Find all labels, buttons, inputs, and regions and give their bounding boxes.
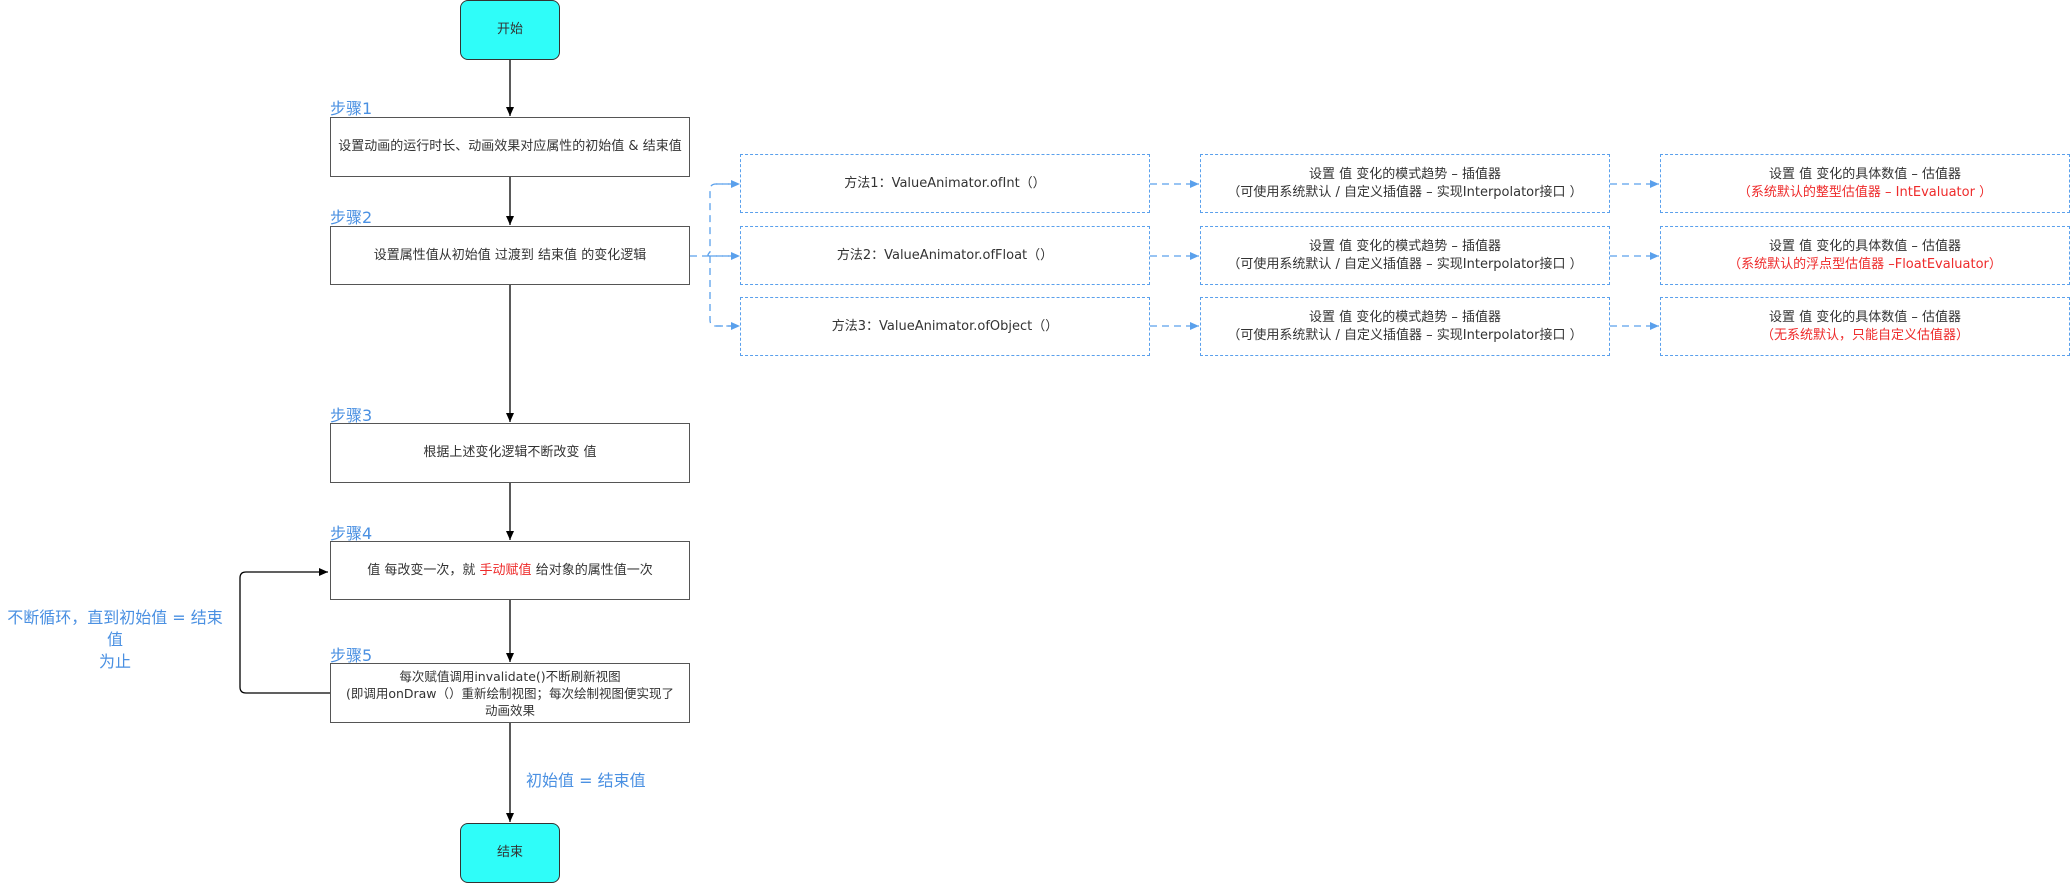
step5-line2: (即调用onDraw（）重新绘制视图；每次绘制视图便实现了: [345, 685, 675, 701]
evaluator1-box: 设置 值 变化的具体数值 – 估值器 （系统默认的整型估值器 – IntEval…: [1660, 154, 2070, 213]
step4-text-pre: 值 每改变一次，就: [367, 562, 480, 578]
step2-text: 设置属性值从初始值 过渡到 结束值 的变化逻辑: [373, 247, 647, 263]
interpolator2-box: 设置 值 变化的模式趋势 – 插值器 （可使用系统默认 / 自定义插值器 – 实…: [1200, 226, 1610, 285]
evaluator1-line2: （系统默认的整型估值器 – IntEvaluator ）: [1737, 184, 1993, 200]
interpolator3-line1: 设置 值 变化的模式趋势 – 插值器: [1308, 309, 1502, 325]
step2-label: 步骤2: [330, 208, 373, 227]
start-node: 开始: [460, 0, 560, 60]
loop-note-line1: 不断循环，直到初始值 = 结束值: [7, 608, 223, 649]
step1-label: 步骤1: [330, 99, 373, 118]
evaluator2-line2: （系统默认的浮点型估值器 –FloatEvaluator）: [1728, 256, 2002, 272]
step4-box: 值 每改变一次，就 手动赋值 给对象的属性值一次: [330, 541, 690, 600]
interpolator3-line2: （可使用系统默认 / 自定义插值器 – 实现Interpolator接口 ）: [1227, 327, 1583, 343]
interpolator3-box: 设置 值 变化的模式趋势 – 插值器 （可使用系统默认 / 自定义插值器 – 实…: [1200, 297, 1610, 356]
loop-back-arrow: [239, 568, 330, 694]
branch-dashed-trunk: [690, 183, 738, 327]
interpolator2-line2: （可使用系统默认 / 自定义插值器 – 实现Interpolator接口 ）: [1227, 256, 1583, 272]
evaluator1-line1: 设置 值 变化的具体数值 – 估值器: [1768, 166, 1962, 182]
end-condition-note: 初始值 = 结束值: [526, 771, 646, 790]
interpolator1-box: 设置 值 变化的模式趋势 – 插值器 （可使用系统默认 / 自定义插值器 – 实…: [1200, 154, 1610, 213]
step4-highlight: 手动赋值: [479, 562, 532, 578]
method1-text: 方法1：ValueAnimator.ofInt（）: [844, 175, 1046, 191]
interpolator1-line1: 设置 值 变化的模式趋势 – 插值器: [1308, 166, 1502, 182]
step3-label: 步骤3: [330, 406, 373, 425]
loop-note-line2: 为止: [98, 652, 131, 671]
step1-text: 设置动画的运行时长、动画效果对应属性的初始值 & 结束值: [338, 139, 682, 154]
method1-box: 方法1：ValueAnimator.ofInt（）: [740, 154, 1150, 213]
step2-box: 设置属性值从初始值 过渡到 结束值 的变化逻辑: [330, 226, 690, 285]
step4-label: 步骤4: [330, 524, 373, 543]
interpolator2-line1: 设置 值 变化的模式趋势 – 插值器: [1308, 238, 1502, 254]
evaluator2-line1: 设置 值 变化的具体数值 – 估值器: [1768, 238, 1962, 254]
method3-text: 方法3：ValueAnimator.ofObject（）: [831, 318, 1059, 334]
step3-box: 根据上述变化逻辑不断改变 值: [330, 423, 690, 483]
method2-box: 方法2：ValueAnimator.ofFloat（）: [740, 226, 1150, 285]
evaluator3-line2: （无系统默认，只能自定义估值器）: [1760, 327, 1969, 343]
step1-box: 设置动画的运行时长、动画效果对应属性的初始值 & 结束值: [330, 117, 690, 177]
evaluator3-box: 设置 值 变化的具体数值 – 估值器 （无系统默认，只能自定义估值器）: [1660, 297, 2070, 356]
evaluator3-line1: 设置 值 变化的具体数值 – 估值器: [1768, 309, 1962, 325]
evaluator2-box: 设置 值 变化的具体数值 – 估值器 （系统默认的浮点型估值器 –FloatEv…: [1660, 226, 2070, 285]
step3-text: 根据上述变化逻辑不断改变 值: [423, 445, 597, 460]
method2-text: 方法2：ValueAnimator.ofFloat（）: [836, 247, 1054, 263]
step5-line3: 动画效果: [484, 702, 535, 718]
start-label: 开始: [496, 22, 523, 37]
end-node: 结束: [460, 823, 560, 883]
loop-note: 不断循环，直到初始值 = 结束值 为止: [0, 607, 230, 673]
step4-text: 值 每改变一次，就 手动赋值 给对象的属性值一次: [367, 562, 652, 580]
method3-box: 方法3：ValueAnimator.ofObject（）: [740, 297, 1150, 356]
end-label: 结束: [496, 845, 523, 860]
step5-box: 每次赋值调用invalidate()不断刷新视图 (即调用onDraw（）重新绘…: [330, 663, 690, 723]
step5-label: 步骤5: [330, 646, 373, 665]
step5-line1: 每次赋值调用invalidate()不断刷新视图: [399, 668, 621, 684]
interpolator1-line2: （可使用系统默认 / 自定义插值器 – 实现Interpolator接口 ）: [1227, 184, 1583, 200]
step4-text-post: 给对象的属性值一次: [531, 562, 653, 578]
